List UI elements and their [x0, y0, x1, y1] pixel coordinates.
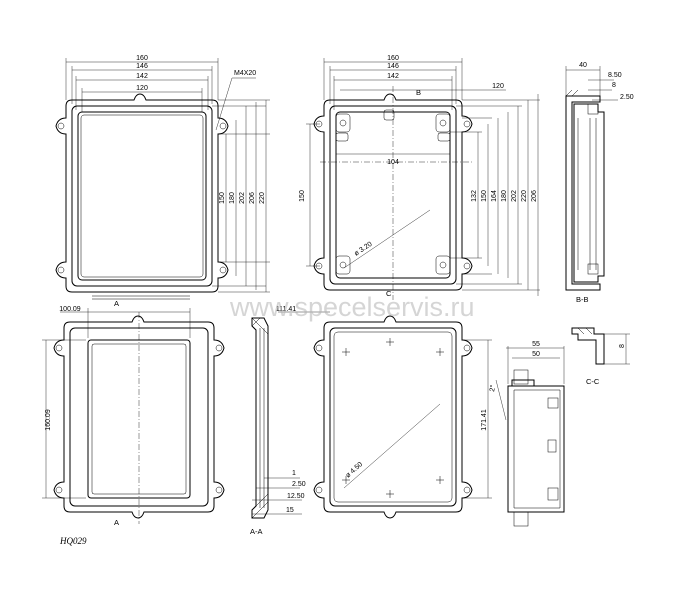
- dim-width-1: 160: [136, 55, 148, 62]
- dim-width-2: 146: [136, 63, 148, 70]
- section-mark-c: C: [386, 289, 392, 298]
- dim-rh-7: 206: [531, 190, 538, 202]
- dim-width-3: 142: [136, 73, 148, 80]
- view-top-middle: 104 B C ø 3.20 160 146 142 120 150: [299, 55, 540, 300]
- dim-inner-width: 104: [387, 159, 399, 166]
- aa-dim-4: 15: [286, 507, 294, 514]
- dim-width-c: 142: [387, 73, 399, 80]
- dim-rh-5: 202: [511, 190, 518, 202]
- aa-label: A-A: [250, 527, 263, 536]
- dim-width-4: 120: [136, 85, 148, 92]
- bm-height: 171.41: [481, 409, 488, 431]
- dim-rh-2: 150: [481, 190, 488, 202]
- bb-dim-3: 8: [612, 82, 616, 89]
- bb-label: B-B: [576, 295, 589, 304]
- view-top-left: 160 146 142 120 M4X20 150 180 202 206 22…: [55, 55, 270, 300]
- cc-dim: 8: [619, 344, 626, 348]
- bl-width: 100.09: [59, 306, 81, 313]
- dim-rh-6: 220: [521, 190, 528, 202]
- bl-section-mark-top: A: [114, 299, 119, 308]
- dim-height-5: 220: [259, 192, 266, 204]
- view-section-cc: 8 C-C: [571, 327, 630, 386]
- aa-dim-3: 12.50: [287, 493, 305, 500]
- dim-height-2: 180: [229, 192, 236, 204]
- dim-rh-3: 164: [491, 190, 498, 202]
- bb-dim-4: 2.50: [620, 94, 634, 101]
- model-code: HQ029: [59, 536, 87, 546]
- view-bottom-middle: ø 4.50 111.41 171.41: [276, 306, 492, 519]
- section-mark-b: B: [416, 88, 421, 97]
- dim-width-b: 146: [387, 63, 399, 70]
- watermark: www.specelservis.ru: [229, 292, 475, 322]
- bb-dim-1: 40: [579, 62, 587, 69]
- view-section-aa: 1 2.50 12.50 15 A-A: [250, 317, 306, 536]
- dim-width-d: 120: [492, 83, 504, 90]
- side-dim-2: 50: [532, 351, 540, 358]
- hole-diameter-bottom: ø 4.50: [345, 461, 365, 480]
- aa-dim-1: 1: [292, 470, 296, 477]
- side-angle: 2°: [488, 384, 497, 392]
- view-bottom-left: 100.09 A A 160.09: [42, 299, 225, 527]
- view-section-bb: 40 8.50 8 2.50 B-B: [565, 62, 634, 304]
- cc-label: C-C: [586, 377, 600, 386]
- dim-height-3: 202: [239, 192, 246, 204]
- dim-rh-1: 132: [471, 190, 478, 202]
- dim-left-height: 150: [299, 190, 306, 202]
- view-side: 55 50 2°: [488, 341, 565, 527]
- bl-section-mark-bottom: A: [114, 518, 119, 527]
- dim-height-1: 150: [219, 192, 226, 204]
- dim-rh-4: 180: [501, 190, 508, 202]
- bl-height: 160.09: [45, 409, 52, 431]
- side-dim-1: 55: [532, 341, 540, 348]
- aa-dim-2: 2.50: [292, 481, 306, 488]
- dim-height-4: 206: [249, 192, 256, 204]
- bm-width: 111.41: [276, 306, 296, 313]
- dim-width-a: 160: [387, 55, 399, 62]
- bb-dim-2: 8.50: [608, 72, 622, 79]
- thread-callout: M4X20: [234, 70, 256, 77]
